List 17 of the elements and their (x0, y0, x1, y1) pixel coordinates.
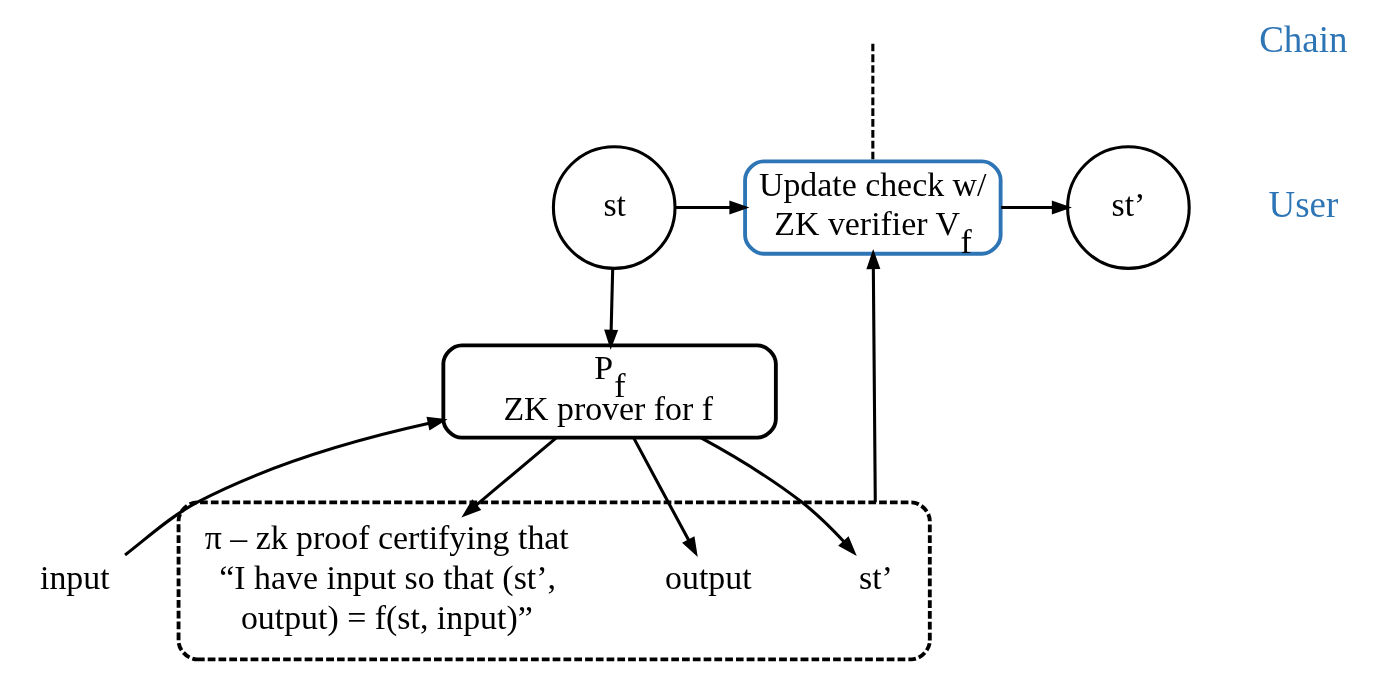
arrow (674, 200, 749, 215)
node-text: input (39, 559, 110, 597)
label: User (1267, 184, 1338, 226)
arrow (1000, 200, 1072, 215)
arrow (603, 268, 618, 350)
node-text: π – zk proof certifying that “I have input so that (st’, output) = f(st, input)” (204, 519, 569, 637)
node-circle: st (551, 145, 677, 270)
arrow (460, 436, 557, 518)
label: Chain (1258, 18, 1347, 60)
arrow (865, 249, 880, 503)
node-text: output (664, 559, 752, 597)
node-text: st’ (858, 559, 893, 597)
arrow (631, 437, 698, 558)
arrow (699, 436, 857, 556)
arrow (123, 416, 448, 557)
node-circle: st’ (1065, 145, 1191, 270)
connector (870, 43, 874, 162)
